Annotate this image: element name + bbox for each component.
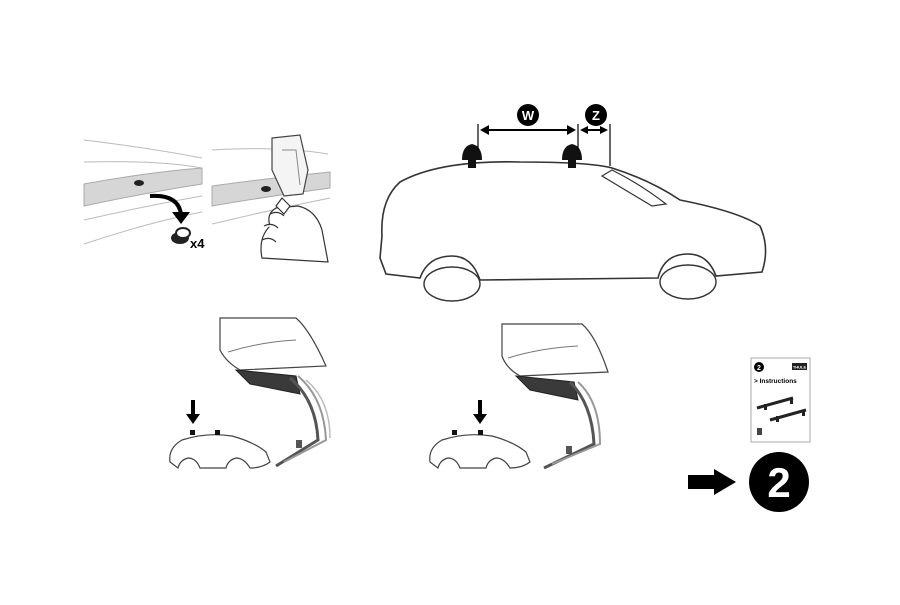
small-car-rear-marker [169, 400, 271, 470]
roof-rail-strip [83, 167, 203, 207]
removed-cover [271, 134, 309, 197]
down-arrow-icon [186, 414, 200, 424]
width-label: W [522, 108, 535, 123]
width-badge: W [517, 104, 539, 126]
right-arrow-icon [714, 469, 736, 495]
step-circle [749, 452, 809, 512]
hand-icon [260, 197, 329, 263]
rear-foot-icon [462, 144, 482, 168]
next-step-number: 2 [767, 459, 790, 506]
mount-hole [134, 180, 144, 186]
booklet-title: > Instructions [754, 378, 797, 385]
rear-wheel [423, 266, 481, 302]
panel-foot-rear [169, 317, 331, 470]
rubber-pad [234, 369, 301, 395]
suv-main-diagram: W Z [379, 104, 767, 302]
front-wheel [659, 264, 717, 300]
panel-foot-front [429, 323, 609, 470]
panel-pull-cover [211, 134, 331, 263]
booklet-brand: THULE [793, 365, 807, 370]
small-car-front-marker [429, 400, 531, 470]
foot-housing [219, 317, 327, 371]
gap-badge: Z [585, 104, 607, 126]
curved-arrow-icon [149, 193, 183, 215]
roof-bars-icon [756, 396, 807, 422]
windshield [600, 169, 668, 207]
instructions-booklet: 2 THULE > Instructions [750, 357, 811, 443]
gap-label: Z [592, 108, 600, 123]
next-step-indicator: 2 [688, 452, 809, 512]
panel-remove-plug: x4 [83, 139, 205, 251]
plug-cap-icon [171, 227, 191, 244]
booklet-step-number: 2 [757, 365, 761, 372]
car-body [379, 161, 767, 281]
quantity-label: x4 [190, 236, 205, 251]
front-foot-icon [562, 144, 582, 168]
